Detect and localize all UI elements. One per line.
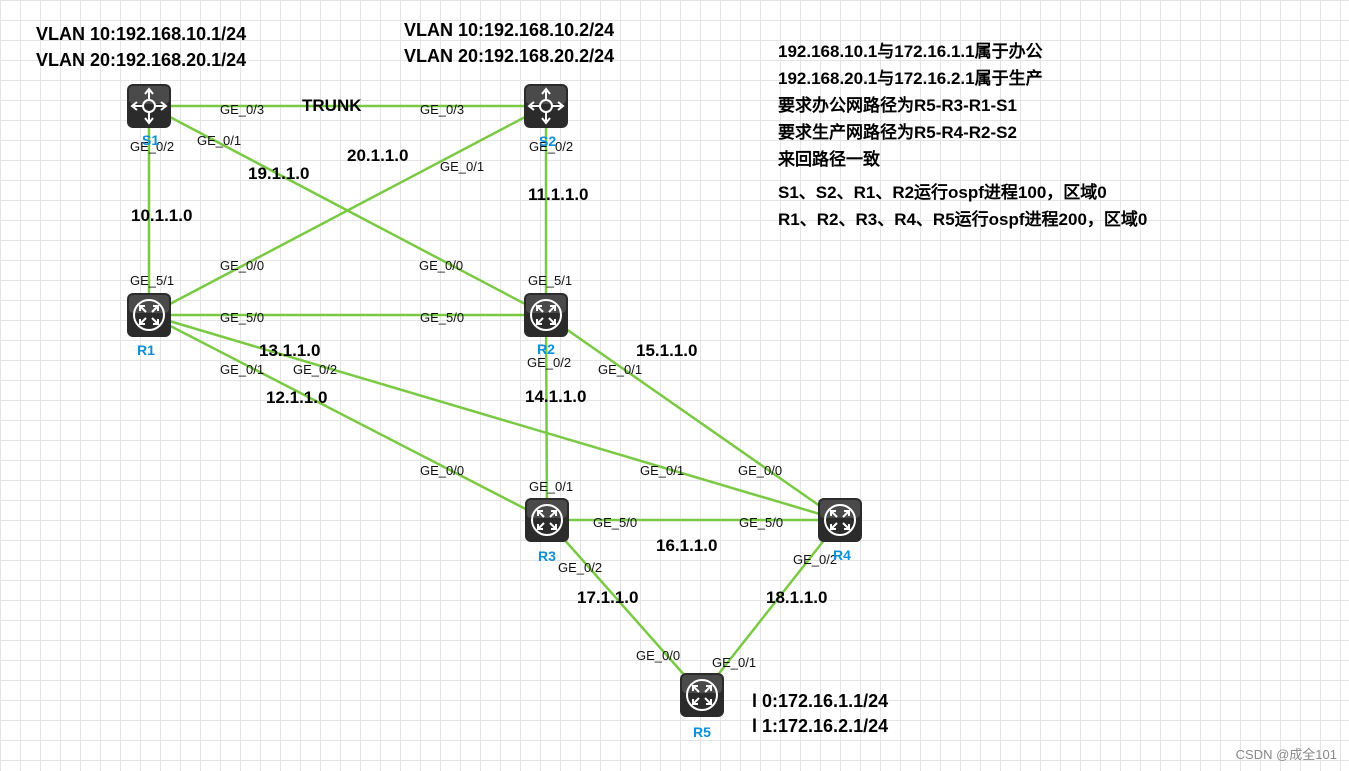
port-r2-to-s1: GE_0/0 — [419, 258, 464, 273]
link-s2-r1 — [148, 104, 547, 317]
link-label-15: 15.1.1.0 — [636, 341, 698, 360]
port-r1-to-r3: GE_0/1 — [220, 362, 265, 377]
device-label-r5: R5 — [693, 724, 711, 740]
port-r2-to-r3: GE_0/2 — [527, 355, 572, 370]
link-label-11: 11.1.1.0 — [528, 185, 589, 204]
device-label-s2: S2 — [539, 133, 557, 149]
link-label-20: 20.1.1.0 — [347, 146, 409, 165]
port-r2-to-r1: GE_5/0 — [420, 310, 465, 325]
watermark: CSDN @成全101 — [1235, 747, 1337, 762]
port-r4-to-r1: GE_0/1 — [640, 463, 685, 478]
port-r2-to-r4: GE_0/1 — [598, 362, 643, 377]
note-line: 192.168.20.1与172.16.2.1属于生产 — [778, 69, 1043, 88]
note-line: 要求办公网路径为R5-R3-R1-S1 — [778, 96, 1017, 115]
device-label-r3: R3 — [538, 548, 556, 564]
device-label-s1: S1 — [142, 132, 160, 148]
s1-vlan-10: VLAN 10:192.168.10.1/24 — [36, 24, 247, 44]
note-line: 来回路径一致 — [778, 150, 880, 169]
port-s1-to-r2: GE_0/1 — [197, 133, 242, 148]
note-line: 要求生产网路径为R5-R4-R2-S2 — [778, 123, 1017, 142]
port-r3-to-r2: GE_0/1 — [529, 479, 574, 494]
link-label-14: 14.1.1.0 — [525, 387, 587, 406]
requirement-notes: 192.168.10.1与172.16.1.1属于办公 192.168.20.1… — [778, 38, 1147, 233]
s2-vlan-20: VLAN 20:192.168.20.2/24 — [404, 46, 615, 66]
device-label-r4: R4 — [833, 547, 851, 563]
router-icon-r1[interactable] — [127, 293, 171, 337]
link-r4-r5 — [701, 519, 841, 696]
router-icon-r4[interactable] — [818, 498, 862, 542]
port-r1-to-s1: GE_5/1 — [130, 273, 175, 288]
port-r3-to-r4: GE_5/0 — [593, 515, 638, 530]
switch-icon-s1[interactable] — [127, 84, 171, 128]
link-r1-r4 — [148, 313, 841, 522]
link-label-trunk: TRUNK — [302, 96, 362, 115]
r5-loopback-0: l 0:172.16.1.1/24 — [752, 691, 889, 711]
port-r1-to-s2: GE_0/0 — [220, 258, 265, 273]
r5-loopback-1: l 1:172.16.2.1/24 — [752, 716, 889, 736]
port-r3-to-r5: GE_0/2 — [558, 560, 603, 575]
link-label-19: 19.1.1.0 — [248, 164, 310, 183]
port-s1-to-r1: GE_0/2 — [130, 139, 175, 154]
port-s2-to-r2: GE_0/2 — [529, 139, 574, 154]
port-r2-to-s2: GE_5/1 — [528, 273, 573, 288]
port-r4-to-r2: GE_0/0 — [738, 463, 783, 478]
link-label-16: 16.1.1.0 — [656, 536, 718, 555]
link-r3-r5 — [546, 519, 703, 696]
device-label-r1: R1 — [137, 342, 155, 358]
note-line: 192.168.10.1与172.16.1.1属于办公 — [778, 42, 1043, 61]
router-icon-r2[interactable] — [524, 293, 568, 337]
s1-vlan-20: VLAN 20:192.168.20.1/24 — [36, 50, 247, 70]
link-label-18: 18.1.1.0 — [766, 588, 828, 607]
port-r5-to-r4: GE_0/1 — [712, 655, 757, 670]
port-s1-trunk: GE_0/3 — [220, 102, 265, 117]
link-label-13: 13.1.1.0 — [259, 341, 321, 360]
port-r1-to-r2: GE_5/0 — [220, 310, 265, 325]
link-r2-r4 — [545, 313, 841, 522]
port-r5-to-r3: GE_0/0 — [636, 648, 681, 663]
port-r4-to-r3: GE_5/0 — [739, 515, 784, 530]
port-r3-to-r1: GE_0/0 — [420, 463, 465, 478]
note-line: S1、S2、R1、R2运行ospf进程100，区域0 — [778, 183, 1107, 202]
port-r4-to-r5: GE_0/2 — [793, 552, 838, 567]
link-r2-r3 — [544, 314, 549, 521]
s2-vlan-10: VLAN 10:192.168.10.2/24 — [404, 20, 615, 40]
link-label-12: 12.1.1.0 — [266, 388, 328, 407]
port-s2-to-r1: GE_0/1 — [440, 159, 485, 174]
link-r1-r3 — [148, 313, 548, 522]
link-label-17: 17.1.1.0 — [577, 588, 639, 607]
device-label-r2: R2 — [537, 341, 555, 357]
router-icon-r3[interactable] — [525, 498, 569, 542]
port-r1-to-r4: GE_0/2 — [293, 362, 338, 377]
port-s2-trunk: GE_0/3 — [420, 102, 465, 117]
switch-icon-s2[interactable] — [524, 84, 568, 128]
router-icon-r5[interactable] — [680, 673, 724, 717]
note-line: R1、R2、R3、R4、R5运行ospf进程200，区域0 — [778, 210, 1148, 229]
link-label-10: 10.1.1.0 — [131, 206, 193, 225]
